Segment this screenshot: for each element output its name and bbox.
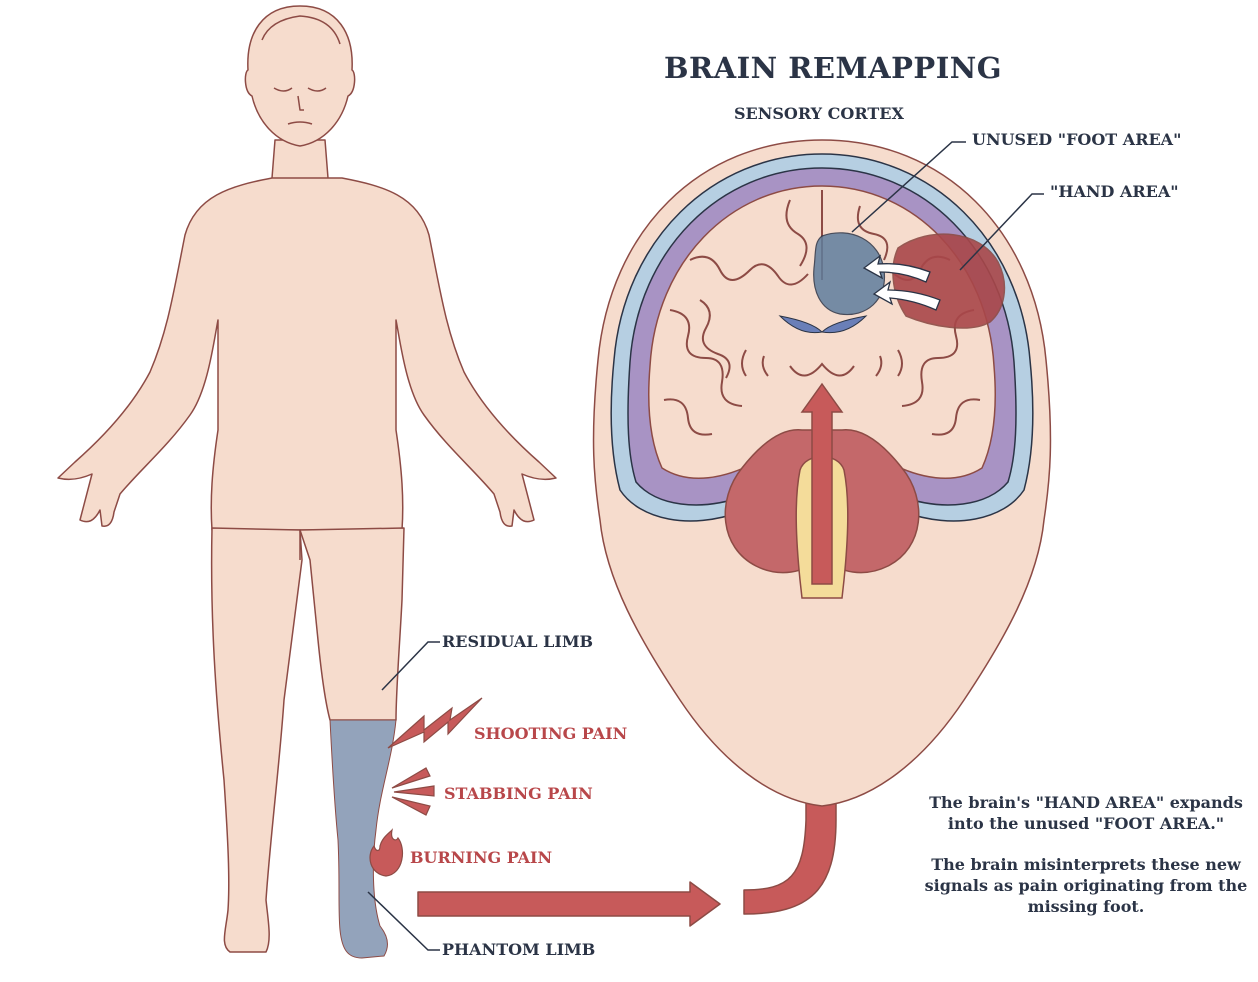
residual-limb-label: RESIDUAL LIMB (442, 632, 594, 651)
explanation-hand-area: The brain's "HAND AREA" expands into the… (929, 793, 1243, 833)
remap-arrows (862, 254, 941, 311)
ventricles (778, 315, 868, 334)
human-body (57, 5, 557, 953)
sensory-cortex-label: SENSORY CORTEX (734, 104, 904, 123)
shooting-pain-label: SHOOTING PAIN (474, 724, 628, 743)
right-leg (210, 527, 303, 953)
diagram-title: BRAIN REMAPPING (664, 51, 1003, 85)
phantom-limb-label: PHANTOM LIMB (442, 940, 596, 959)
explanation-pain-signals: The brain misinterprets these new signal… (924, 855, 1248, 916)
phantom-limb (329, 719, 397, 959)
foot-area-region (813, 232, 886, 316)
inner-structures (741, 349, 903, 377)
burning-pain-icon (369, 828, 404, 877)
head (244, 5, 356, 147)
head-cross-section (592, 139, 1052, 807)
unused-foot-area-label: UNUSED "FOOT AREA" (972, 130, 1182, 149)
burning-pain-label: BURNING PAIN (410, 848, 553, 867)
stabbing-pain-icon (391, 767, 435, 816)
arrow-horizontal (417, 881, 721, 927)
residual-limb (299, 527, 405, 721)
torso (57, 177, 557, 531)
shooting-pain-icon (387, 697, 483, 749)
body-leader-lines (367, 641, 440, 951)
brain-leader-lines (851, 141, 1044, 271)
stabbing-pain-label: STABBING PAIN (444, 784, 593, 803)
arrow-up-brainstem (800, 382, 844, 585)
hand-area-label: "HAND AREA" (1050, 182, 1179, 201)
